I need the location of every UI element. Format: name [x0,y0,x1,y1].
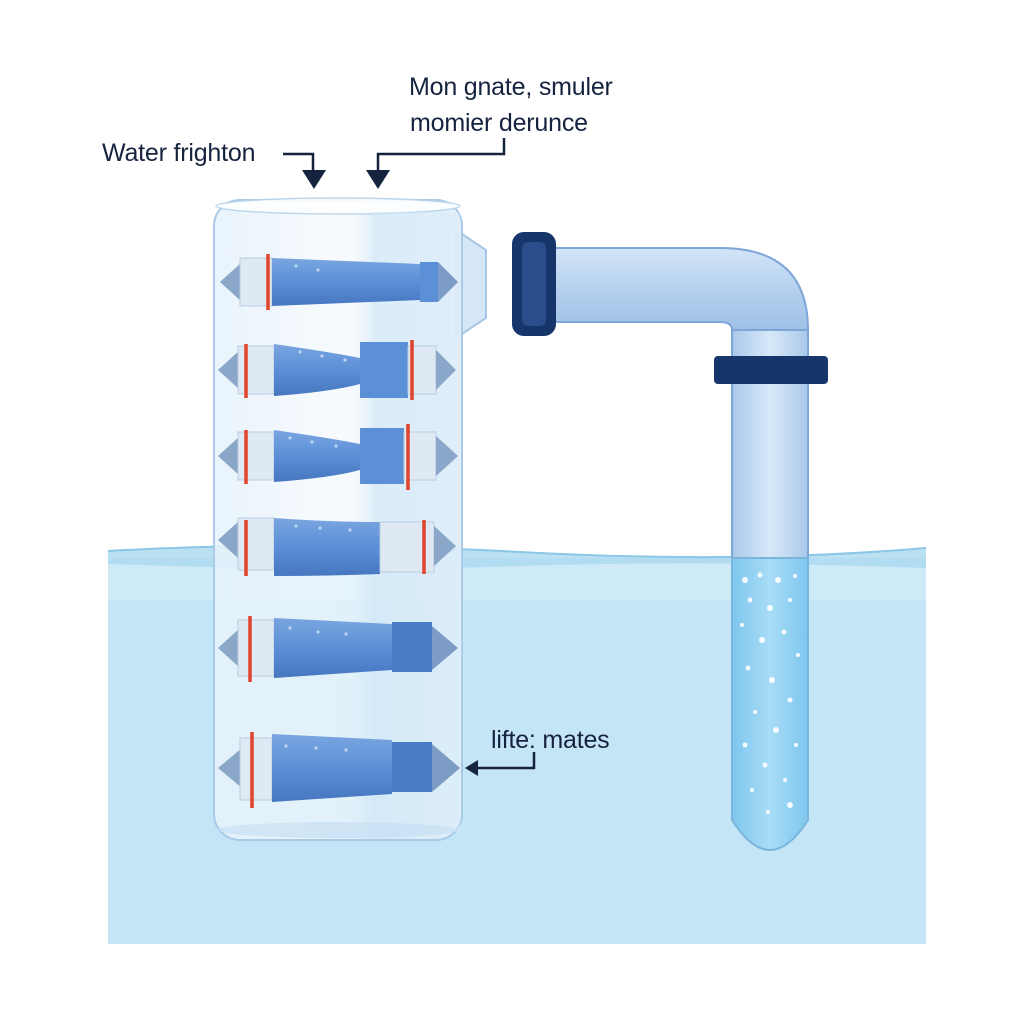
arrow-down-icon [366,170,390,189]
arrow-down-icon [302,170,326,189]
callout-top-line2: momier derunce [410,109,588,137]
filter-cartridge [218,732,460,808]
callout-bottom: lifte: mates [491,726,610,754]
leader-line-top [376,138,506,172]
leader-line-bottom [476,752,536,770]
filter-cartridge [218,424,458,490]
arrow-left-icon [465,760,478,776]
filter-cartridge [218,340,456,400]
leader-line-left [283,152,315,172]
callout-left: Water frighton [102,139,256,167]
filter-cartridge [220,254,458,310]
filter-cartridge [218,517,456,576]
callout-arrows [283,138,536,770]
callout-top-line1: Mon gnate, smuler [409,73,613,101]
filter-cartridge [218,616,458,682]
filter-cartridges [218,254,460,808]
outlet-pipe [455,228,828,559]
pipe-collar-vertical [714,356,828,384]
outlet-tube [731,557,809,851]
